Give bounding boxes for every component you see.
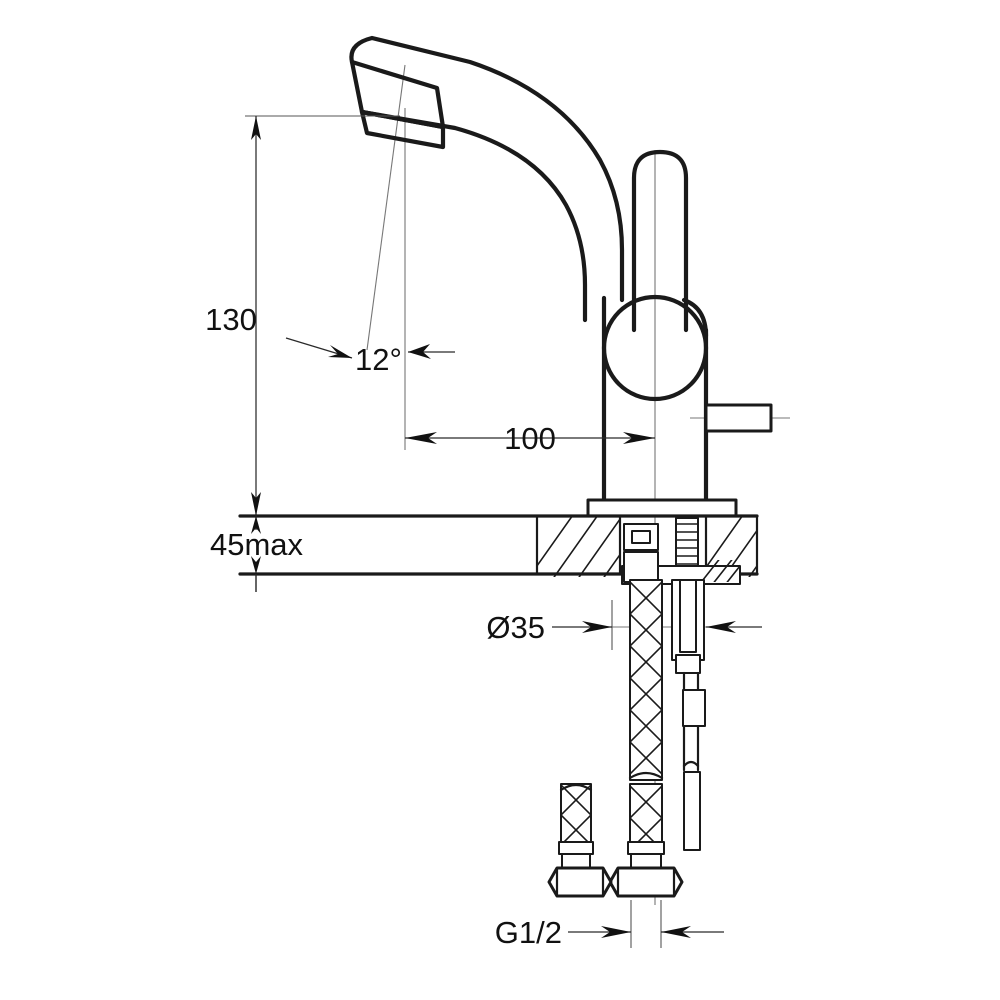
countertop-section — [238, 514, 759, 577]
aerator-axis-centerline — [366, 64, 406, 351]
lever-handle-shaft — [631, 149, 689, 333]
dim-label-130: 130 — [205, 302, 257, 337]
braided-supply-hose-right — [608, 579, 684, 898]
arrow-45max-up — [251, 516, 261, 534]
inner-cartridge-assembly — [671, 579, 706, 851]
dimension-counter-thickness: 45max — [210, 516, 304, 592]
arrow-g12-right — [661, 926, 691, 938]
arrow-12deg-right — [408, 344, 431, 359]
counter-hatch-left — [537, 515, 620, 577]
hex-connector-nut-left — [547, 866, 613, 898]
arrow-12deg-left — [328, 345, 352, 358]
pull-rod-connector — [682, 689, 706, 727]
dim-label-12deg: 12° — [355, 342, 402, 377]
hose-right-ferrule — [627, 841, 665, 855]
pop-up-pull-rod — [683, 771, 701, 851]
base-plate — [586, 498, 738, 518]
dim-label-45max: 45max — [210, 527, 304, 562]
cartridge-lower-cap — [675, 654, 701, 674]
spout-inner-curve — [359, 109, 588, 323]
dimension-spout-height: 130 — [205, 115, 400, 516]
center-lines — [366, 64, 790, 905]
arrow-g12-left — [601, 926, 631, 938]
hose-right-nut-shoulder — [630, 853, 662, 869]
aerator-face-band — [359, 109, 446, 150]
side-outlet-stub — [704, 403, 773, 433]
arrow-100-right — [623, 432, 655, 444]
side-stub-body — [704, 403, 773, 433]
dim-label-100: 100 — [504, 421, 556, 456]
hose-left-nut-shoulder — [561, 853, 591, 869]
mounting-bolt-inner — [631, 530, 651, 544]
dimension-spout-reach: 100 — [405, 421, 655, 456]
dim-label-d35: Ø35 — [486, 610, 545, 645]
arrow-45max-down — [251, 556, 261, 574]
hose-right-lower-braid — [630, 784, 662, 842]
cartridge-inner-core — [679, 579, 697, 653]
spout-assembly — [349, 35, 625, 323]
tap-shank — [623, 551, 659, 583]
spout-outer-curve — [349, 35, 625, 303]
arrow-d35-right — [706, 621, 736, 633]
arrow-130-bottom — [251, 492, 261, 516]
dimension-aerator-angle: 12° — [285, 337, 455, 377]
hose-left-braid — [561, 783, 591, 842]
arrow-100-left — [405, 432, 437, 444]
hose-left-body — [560, 783, 592, 843]
hex-connector-nut-right — [608, 866, 684, 898]
braided-supply-hose-left — [547, 783, 613, 898]
under-counter-mounting — [621, 517, 741, 585]
dimension-thread-size: G1/2 — [495, 900, 724, 950]
rod-break-symbol — [682, 760, 700, 768]
dimension-hole-diameter: Ø35 — [486, 600, 762, 650]
arrow-d35-left — [582, 621, 612, 633]
clamp-hatch — [700, 560, 740, 582]
hose-left-break-symbol — [559, 783, 593, 792]
body-right-shoulder — [681, 297, 709, 339]
counter-block-left — [535, 514, 622, 576]
hose-right-upper-braid — [630, 580, 662, 776]
thread-marks — [676, 523, 698, 573]
hose-left-ferrule — [558, 841, 594, 855]
base-escutcheon — [586, 498, 738, 518]
dim-label-g12: G1/2 — [495, 915, 562, 950]
hose-right-break-symbol — [628, 771, 664, 780]
arrow-130-top — [251, 116, 261, 140]
mixer-body — [601, 295, 773, 503]
